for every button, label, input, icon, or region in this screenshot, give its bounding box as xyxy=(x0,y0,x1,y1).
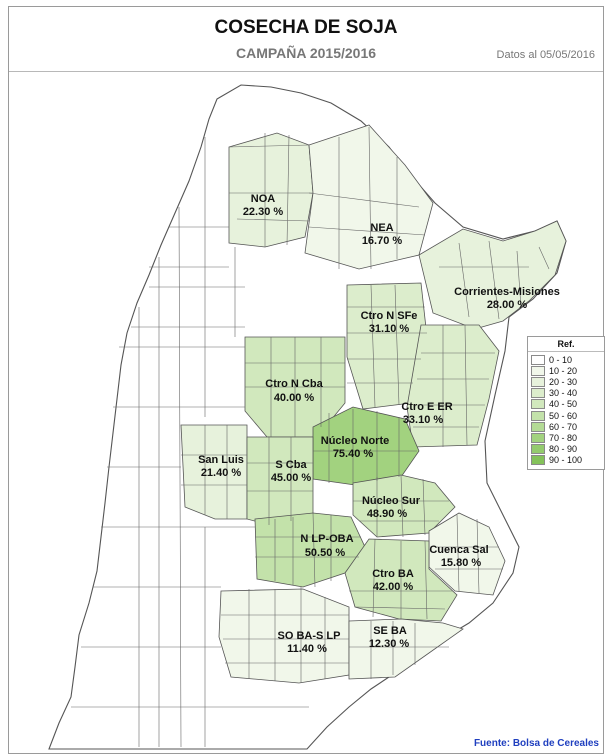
zone-so-ba-s-lp xyxy=(218,588,350,684)
legend-swatch xyxy=(531,421,545,432)
map-header: COSECHA DE SOJA CAMPAÑA 2015/2016 Datos … xyxy=(9,7,603,72)
label-noa-value: 22.30 % xyxy=(243,206,284,218)
legend-item: 60 - 70 xyxy=(531,421,601,432)
legend-item: 80 - 90 xyxy=(531,444,601,455)
label-cuenca-sal-value: 15.80 % xyxy=(441,557,482,569)
zone-cuenca-sal xyxy=(428,512,506,596)
label-corrientes-name: Corrientes-Misiones xyxy=(454,286,560,298)
legend-label: 10 - 20 xyxy=(549,365,578,376)
label-nucleo-norte-value: 75.40 % xyxy=(333,448,374,460)
zone-nucleo-norte xyxy=(312,406,420,486)
label-ctro-n-cba-name: Ctro N Cba xyxy=(265,378,323,390)
legend-swatch xyxy=(531,455,545,466)
legend-item: 20 - 30 xyxy=(531,376,601,387)
legend-swatch xyxy=(531,410,545,421)
map-title: COSECHA DE SOJA xyxy=(214,17,398,38)
zone-se-ba xyxy=(348,618,464,680)
label-nucleo-sur-value: 48.90 % xyxy=(367,508,408,520)
label-n-lp-oba-name: N LP-OBA xyxy=(300,533,353,545)
label-corrientes-value: 28.00 % xyxy=(487,299,528,311)
label-ctro-n-sfe-value: 31.10 % xyxy=(369,323,410,335)
label-ctro-ba-value: 42.00 % xyxy=(373,581,414,593)
label-san-luis-name: San Luis xyxy=(198,454,244,466)
zone-noa xyxy=(228,132,314,248)
label-s-cba-value: 45.00 % xyxy=(271,472,312,484)
legend-label: 40 - 50 xyxy=(549,399,578,410)
label-s-cba-name: S Cba xyxy=(275,459,307,471)
legend-label: 20 - 30 xyxy=(549,376,578,387)
legend-item: 70 - 80 xyxy=(531,432,601,443)
data-date: Datos al 05/05/2016 xyxy=(496,49,595,61)
legend-label: 60 - 70 xyxy=(549,421,578,432)
label-nucleo-sur-name: Núcleo Sur xyxy=(362,495,421,507)
zone-san-luis xyxy=(180,424,248,520)
label-cuenca-sal-name: Cuenca Sal xyxy=(429,544,488,556)
legend-item: 40 - 50 xyxy=(531,399,601,410)
legend-label: 30 - 40 xyxy=(549,388,578,399)
label-ctro-e-er-name: Ctro E ER xyxy=(401,401,452,413)
label-noa-name: NOA xyxy=(251,193,276,205)
legend-label: 70 - 80 xyxy=(549,432,578,443)
legend-label: 80 - 90 xyxy=(549,444,578,455)
label-so-ba-s-lp-value: 11.40 % xyxy=(287,643,327,655)
legend-label: 90 - 100 xyxy=(549,455,583,466)
zone-ctro-e-er xyxy=(406,324,500,448)
legend-swatch xyxy=(531,388,545,399)
label-se-ba-name: SE BA xyxy=(373,625,407,637)
label-so-ba-s-lp-name: SO BA-S LP xyxy=(278,630,341,642)
region-labels: NOA 22.30 % NEA 16.70 % Corrientes-Misio… xyxy=(198,193,560,655)
label-n-lp-oba-value: 50.50 % xyxy=(305,547,346,559)
label-nea-name: NEA xyxy=(370,222,393,234)
legend-swatch xyxy=(531,399,545,410)
legend-swatch xyxy=(531,432,545,443)
department-borders xyxy=(71,126,550,748)
legend-list: 0 - 10 10 - 20 20 - 30 30 - 40 40 - 50 5… xyxy=(528,352,604,469)
label-san-luis-value: 21.40 % xyxy=(201,467,242,479)
legend-swatch xyxy=(531,354,545,365)
label-ctro-n-cba-value: 40.00 % xyxy=(274,392,315,404)
label-nea-value: 16.70 % xyxy=(362,235,403,247)
legend-title: Ref. xyxy=(528,337,604,352)
label-se-ba-value: 12.30 % xyxy=(369,638,410,650)
source-credit: Fuente: Bolsa de Cereales xyxy=(473,738,599,749)
legend-item: 0 - 10 xyxy=(531,354,601,365)
legend-label: 50 - 60 xyxy=(549,410,578,421)
legend-item: 30 - 40 xyxy=(531,388,601,399)
label-ctro-n-sfe-name: Ctro N SFe xyxy=(361,310,418,322)
legend-swatch xyxy=(531,376,545,387)
legend-item: 50 - 60 xyxy=(531,410,601,421)
legend-label: 0 - 10 xyxy=(549,354,573,365)
legend: Ref. 0 - 10 10 - 20 20 - 30 30 - 40 40 -… xyxy=(527,336,605,470)
legend-item: 10 - 20 xyxy=(531,365,601,376)
legend-swatch xyxy=(531,365,545,376)
legend-item: 90 - 100 xyxy=(531,455,601,466)
map-frame: NOA 22.30 % NEA 16.70 % Corrientes-Misio… xyxy=(8,6,604,754)
map-subtitle: CAMPAÑA 2015/2016 xyxy=(235,45,377,61)
label-nucleo-norte-name: Núcleo Norte xyxy=(321,435,389,447)
legend-swatch xyxy=(531,444,545,455)
label-ctro-ba-name: Ctro BA xyxy=(372,568,414,580)
argentina-map: NOA 22.30 % NEA 16.70 % Corrientes-Misio… xyxy=(48,84,567,750)
zone-nucleo-sur xyxy=(352,474,456,538)
label-ctro-e-er-value: 33.10 % xyxy=(403,414,444,426)
